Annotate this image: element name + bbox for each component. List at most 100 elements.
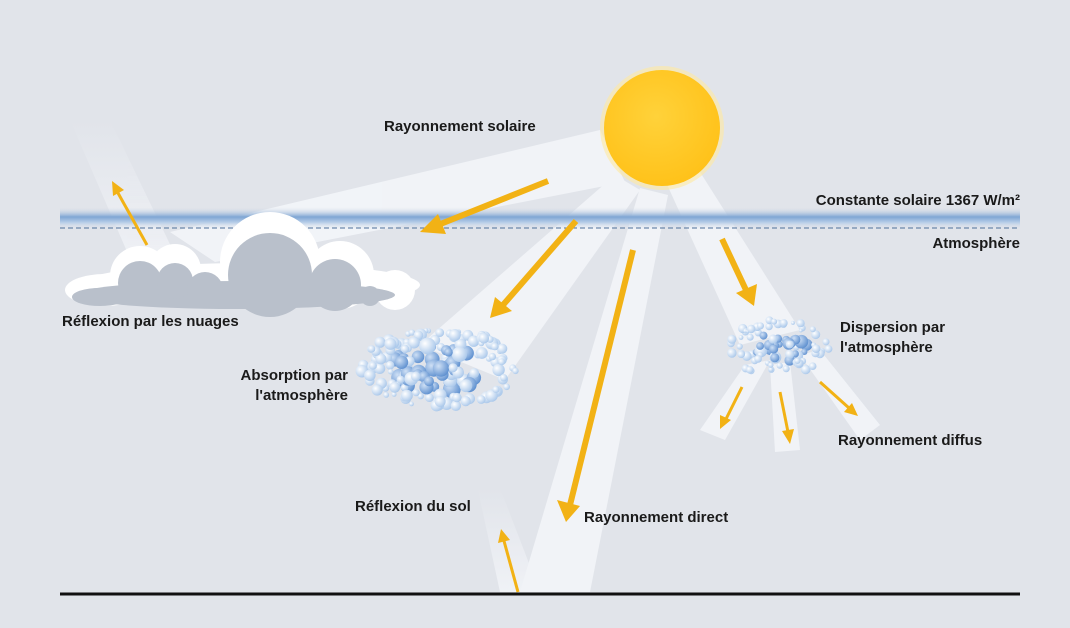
particle [747,324,756,334]
particle [435,328,445,337]
particle [512,367,519,375]
particle [800,364,811,375]
label-direct-radiation: Rayonnement direct [584,509,729,526]
particle [374,363,386,374]
arrow-to-absorption [490,219,579,318]
particle [412,389,420,397]
particle [771,318,778,325]
particle [460,396,471,407]
particle [779,319,788,327]
label-atmosphere: Atmosphère [932,235,1020,252]
arrow-to-dispersion [719,237,757,306]
particle [801,348,808,355]
arrow-diffuse-right [818,380,858,416]
particle [768,367,774,372]
arrow-ground-reflection [498,529,520,593]
particle [809,326,816,333]
beam-diffuse-right [800,350,880,440]
particle [808,362,817,371]
particle [411,371,421,382]
arrow-diffuse-left [720,386,744,429]
particle [770,353,780,363]
particle [400,344,410,354]
particle [822,338,830,346]
particle [384,337,397,350]
particle [768,362,774,368]
particle [500,374,508,382]
particle [754,355,762,363]
particle [785,340,794,349]
label-cloud-reflection: Réflexion par les nuages [62,313,239,330]
particle [790,320,795,325]
particle [497,343,508,354]
particle [727,334,737,344]
label-absorption: Absorption par l'atmosphère [240,367,349,404]
particle [769,344,779,354]
particle [727,348,737,358]
beam-direct [520,188,668,592]
particle [448,329,461,341]
particle [757,322,764,330]
particle [768,334,778,344]
particle [389,381,401,393]
particle [782,365,790,373]
label-diffuse-radiation: Rayonnement diffus [838,432,983,449]
particle [368,345,376,353]
particle [409,401,414,407]
particle [824,345,833,353]
particle [387,368,394,375]
particle [419,337,436,355]
arrow-to-atmosphere [420,178,550,234]
particle [368,361,377,370]
arrow-cloud-reflection [112,181,149,246]
particle [476,347,488,359]
particle [498,358,506,366]
arrow-diffuse-mid [778,391,794,444]
particle [396,375,405,384]
particle [492,363,505,377]
particle [408,329,416,336]
label-ground-reflection: Réflexion du sol [355,498,471,515]
particle [737,350,745,359]
arrow-direct [557,249,636,522]
particle [785,349,795,359]
particle [811,330,821,340]
particle [451,346,467,362]
particle [765,322,773,331]
particle [811,344,821,354]
particle [478,332,490,344]
particle [794,357,801,364]
particle [448,363,458,373]
particle [492,386,500,393]
label-solar-radiation: Rayonnement solaire [384,118,536,135]
beam-cloud-up [70,120,180,270]
particle [375,353,387,365]
label-solar-constant: Constante solaire 1367 W/m² [815,192,1020,209]
particle [452,392,462,403]
particle [411,350,425,364]
particle [776,362,783,369]
particle [444,348,453,357]
particle [424,376,434,387]
particle [401,389,413,402]
particle [383,392,390,398]
particle [450,400,462,411]
particle [391,391,397,397]
particle [371,384,383,396]
radiation-arrows [112,178,858,593]
particle [364,369,376,382]
particle [736,343,743,350]
particle [408,336,420,349]
particle [759,331,768,340]
cloud-icon [65,212,420,317]
particle [476,395,486,404]
particle [434,396,446,407]
particle [432,360,450,377]
particle [796,319,805,328]
particle [738,335,744,340]
particle [400,383,409,392]
particle [469,368,480,379]
particle [746,333,754,341]
